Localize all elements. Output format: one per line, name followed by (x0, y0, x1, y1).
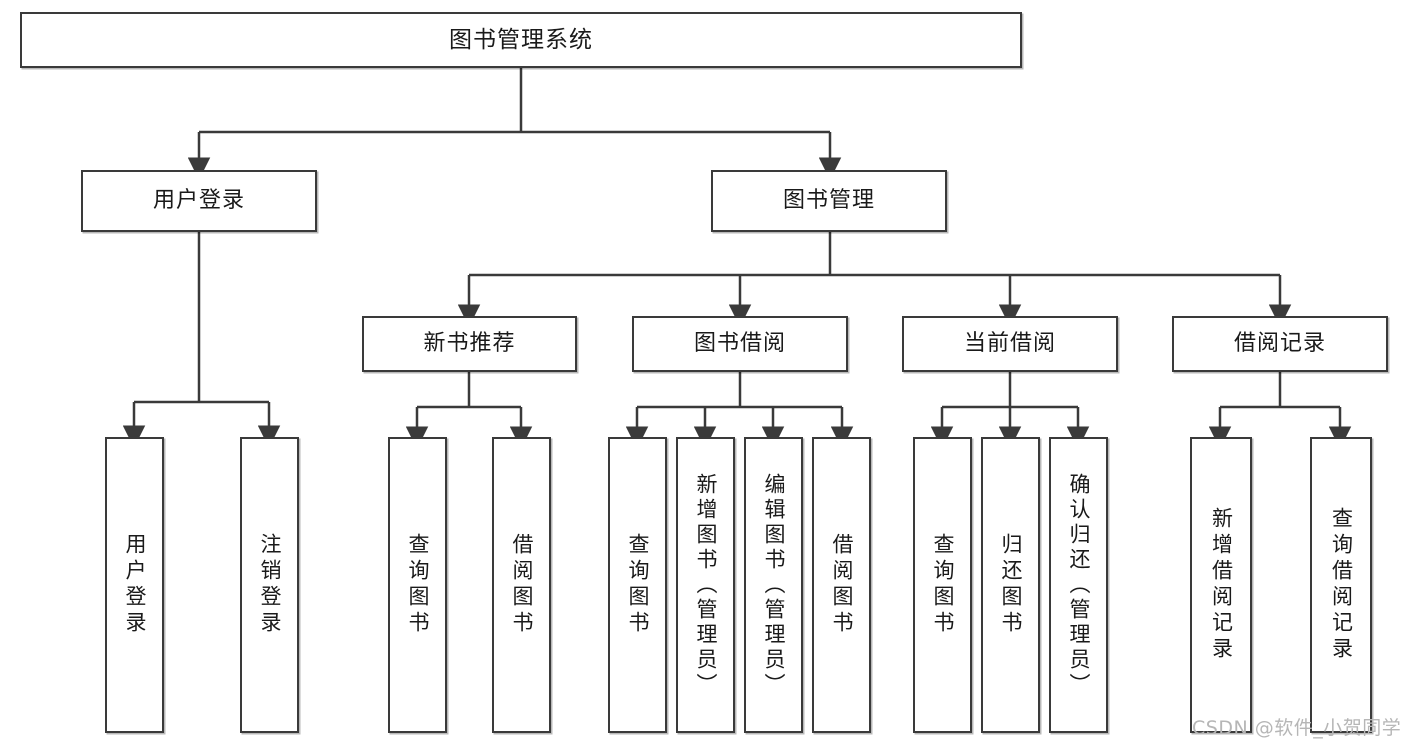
node-label: 图书借阅 (693, 331, 786, 357)
leaf-label: 编辑图书（管理员） (762, 472, 786, 698)
leaf-label: 借阅图书 (830, 533, 854, 637)
leaf-label: 查询借阅记录 (1329, 507, 1354, 663)
leaf-borrow-edit-book-admin[interactable]: 编辑图书（管理员） (744, 437, 803, 733)
leaf-borrow-borrow-book[interactable]: 借阅图书 (812, 437, 871, 733)
node-root-system[interactable]: 图书管理系统 (20, 12, 1022, 68)
csdn-watermark: CSDN @软件_小贺同学 (1192, 717, 1402, 739)
node-label: 图书管理 (782, 188, 875, 214)
leaf-label: 确认归还（管理员） (1067, 472, 1091, 698)
leaf-current-query-book[interactable]: 查询图书 (913, 437, 972, 733)
leaf-label: 新增借阅记录 (1209, 507, 1234, 663)
node-book-management[interactable]: 图书管理 (711, 170, 947, 232)
node-current-borrow[interactable]: 当前借阅 (902, 316, 1118, 372)
leaf-label: 查询图书 (626, 533, 650, 637)
leaf-borrow-add-book-admin[interactable]: 新增图书（管理员） (676, 437, 735, 733)
leaf-label: 查询图书 (406, 533, 430, 637)
node-label: 借阅记录 (1233, 331, 1326, 357)
leaf-label: 借阅图书 (510, 533, 534, 637)
node-new-book-recommend[interactable]: 新书推荐 (362, 316, 577, 372)
leaf-current-confirm-return-admin[interactable]: 确认归还（管理员） (1049, 437, 1108, 733)
node-label: 新书推荐 (423, 331, 516, 357)
leaf-record-add-record[interactable]: 新增借阅记录 (1190, 437, 1252, 733)
leaf-user-login-signout[interactable]: 注销登录 (240, 437, 299, 733)
leaf-label: 用户登录 (123, 533, 147, 637)
leaf-current-return-book[interactable]: 归还图书 (981, 437, 1040, 733)
node-label: 图书管理系统 (449, 26, 593, 53)
node-book-borrow[interactable]: 图书借阅 (632, 316, 848, 372)
leaf-borrow-query-book[interactable]: 查询图书 (608, 437, 667, 733)
leaf-recommend-query-book[interactable]: 查询图书 (388, 437, 447, 733)
leaf-user-login-signin[interactable]: 用户登录 (105, 437, 164, 733)
leaf-record-query-record[interactable]: 查询借阅记录 (1310, 437, 1372, 733)
leaf-recommend-borrow-book[interactable]: 借阅图书 (492, 437, 551, 733)
leaf-label: 查询图书 (931, 533, 955, 637)
leaf-label: 注销登录 (258, 533, 282, 637)
node-label: 用户登录 (152, 188, 245, 214)
node-borrow-record[interactable]: 借阅记录 (1172, 316, 1388, 372)
node-user-login[interactable]: 用户登录 (81, 170, 317, 232)
leaf-label: 归还图书 (999, 533, 1023, 637)
node-label: 当前借阅 (963, 331, 1056, 357)
leaf-label: 新增图书（管理员） (694, 472, 718, 698)
